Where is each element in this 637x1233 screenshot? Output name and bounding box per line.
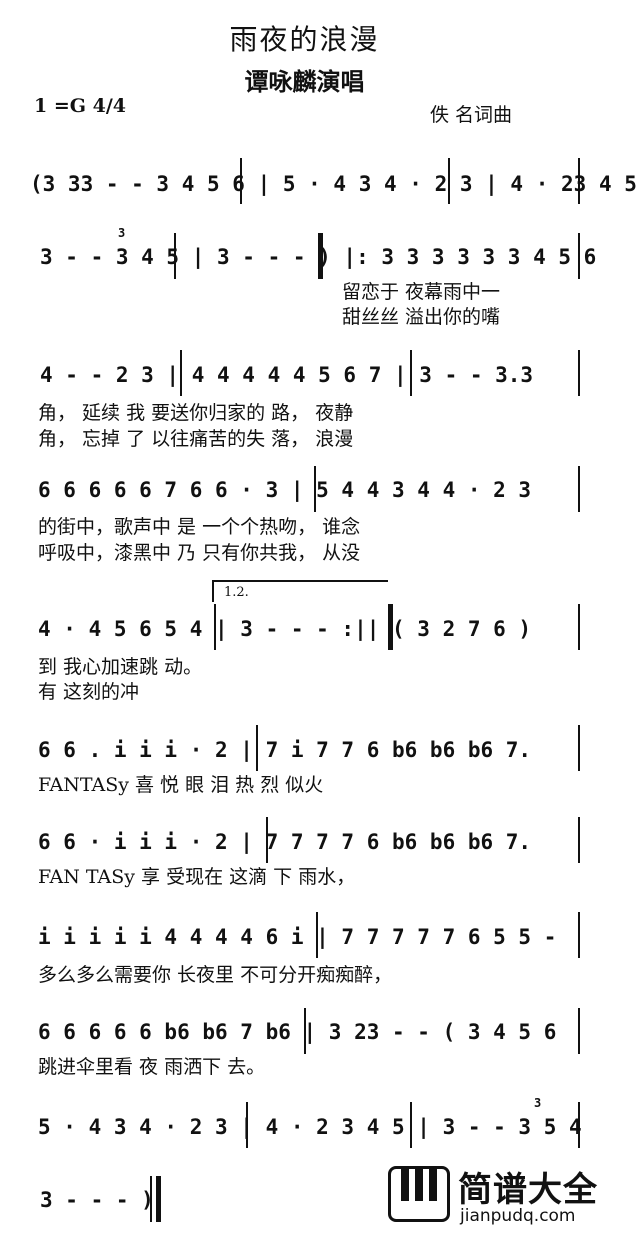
lyric-line-1: 的街中，歌声中 是 一个个热吻， 谁念 xyxy=(38,516,361,538)
barline xyxy=(578,1102,580,1148)
barline xyxy=(174,233,176,279)
barline xyxy=(578,466,580,512)
notes-system-10: 5 · 4 3 4 · 2 3 | 4 · 2 3 4 5 | 3 - - 3 … xyxy=(38,1115,582,1139)
triplet-mark: 3 xyxy=(534,1096,542,1110)
barline xyxy=(578,1008,580,1054)
lyric-line-2: 角， 忘掉 了 以往痛苦的失 落， 浪漫 xyxy=(38,428,354,450)
barline xyxy=(304,1008,306,1054)
lyric-line-1: 到 我心加速跳 动。 xyxy=(38,656,203,678)
singer-credit: 谭咏麟演唱 xyxy=(244,68,365,96)
lyric-line-2: 甜丝丝 溢出你的嘴 xyxy=(342,306,501,328)
lyric-line-1: FAN TASy 享 受现在 这滴 下 雨水， xyxy=(38,866,356,888)
barline xyxy=(410,350,412,396)
site-watermark: 简谱大全 jianpudq.com xyxy=(388,1162,604,1228)
final-barline-thin xyxy=(150,1176,152,1222)
volta-label: 1.2. xyxy=(224,585,249,600)
repeat-start-barline xyxy=(318,233,323,279)
piano-keys-icon xyxy=(388,1166,450,1222)
lyric-line-1: 跳进伞里看 夜 雨洒下 去。 xyxy=(38,1056,266,1078)
final-barline-thick xyxy=(156,1176,161,1222)
notes-system-1: (3 33 - - 3 4 5 6 | 5 · 4 3 4 · 2 3 | 4 … xyxy=(30,172,637,196)
barline xyxy=(578,817,580,863)
notes-system-5: 4 · 4 5 6 5 4 | 3 - - - :|| ( 3 2 7 6 ) xyxy=(38,617,532,641)
barline xyxy=(314,466,316,512)
barline xyxy=(448,158,450,204)
composer-credit: 佚 名词曲 xyxy=(430,104,513,126)
barline xyxy=(578,912,580,958)
notes-system-3: 4 - - 2 3 | 4 4 4 4 4 5 6 7 | 3 - - 3.3 xyxy=(40,363,534,387)
notes-system-9: 6 6 6 6 6 b6 b6 7 b6 | 3 23 - - ( 3 4 5 … xyxy=(38,1020,557,1044)
notes-system-11: 3 - - - ) xyxy=(40,1188,154,1212)
lyric-line-2: 呼吸中，漆黑中 乃 只有你共我， 从没 xyxy=(38,542,361,564)
volta-bracket-edge xyxy=(212,580,214,602)
watermark-name: 简谱大全 xyxy=(458,1170,598,1210)
barline xyxy=(578,350,580,396)
triplet-mark: 3 xyxy=(118,226,126,240)
notes-system-8: i i i i i 4 4 4 4 6 i | 7 7 7 7 7 6 5 5 … xyxy=(38,925,557,949)
notes-system-6: 6 6 . i i i · 2 | 7 i 7 7 6 b6 b6 b6 7. xyxy=(38,738,532,762)
barline xyxy=(256,725,258,771)
notes-system-7: 6 6 · i i i · 2 | 7 7 7 7 6 b6 b6 b6 7. xyxy=(38,830,532,854)
notes-system-4: 6 6 6 6 6 7 6 6 · 3 | 5 4 4 3 4 4 · 2 3 xyxy=(38,478,532,502)
lyric-line-1: 留恋于 夜幕雨中一 xyxy=(342,281,501,303)
barline xyxy=(578,233,580,279)
barline xyxy=(410,1102,412,1148)
repeat-end-barline xyxy=(388,604,393,650)
barline xyxy=(316,912,318,958)
barline xyxy=(240,158,242,204)
lyric-line-2: 有 这刻的冲 xyxy=(38,681,140,703)
barline xyxy=(214,604,216,650)
barline xyxy=(246,1102,248,1148)
barline xyxy=(578,158,580,204)
lyric-line-1: FANTASy 喜 悦 眼 泪 热 烈 似火 xyxy=(38,774,324,796)
barline xyxy=(578,725,580,771)
lyric-line-1: 角， 延续 我 要送你归家的 路， 夜静 xyxy=(38,402,354,424)
lyric-line-1: 多么多么需要你 长夜里 不可分开痴痴醉， xyxy=(38,964,393,986)
barline xyxy=(266,817,268,863)
barline xyxy=(578,604,580,650)
song-title: 雨夜的浪漫 xyxy=(229,23,380,56)
barline xyxy=(180,350,182,396)
key-signature: 1 =G 4/4 xyxy=(34,95,126,117)
watermark-url: jianpudq.com xyxy=(460,1206,576,1226)
volta-bracket xyxy=(212,580,388,582)
